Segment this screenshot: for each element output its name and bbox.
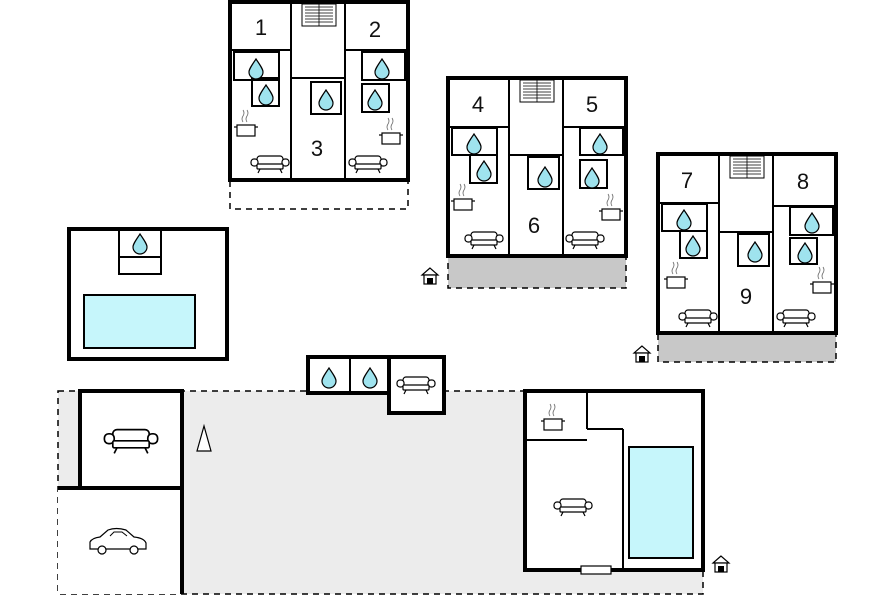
kitchen-pot-icon xyxy=(598,193,624,221)
bathroom-drop-icon xyxy=(592,133,608,155)
building-c: 7 8 9 xyxy=(656,152,838,363)
room-label-4: 4 xyxy=(472,92,484,117)
stairs-icon xyxy=(729,155,765,179)
bathroom-drop-icon xyxy=(248,58,264,80)
door xyxy=(580,565,612,575)
building-b-outline xyxy=(446,76,628,258)
bathroom-drop-icon xyxy=(258,84,274,106)
bathroom-drop-icon xyxy=(747,241,763,263)
stairs-icon xyxy=(519,79,555,103)
bathroom-drop-icon xyxy=(367,89,383,111)
car-icon xyxy=(89,527,147,555)
room-label-2: 2 xyxy=(369,17,381,42)
bathroom-drop-icon xyxy=(537,166,553,188)
kitchen-pot-icon xyxy=(663,261,689,289)
room-label-8: 8 xyxy=(797,169,809,194)
terrace-a xyxy=(229,179,409,210)
bathroom-drop-icon xyxy=(797,242,813,264)
building-b: 4 5 6 xyxy=(446,76,628,289)
bathroom-drop-icon xyxy=(476,160,492,182)
sofa-icon xyxy=(348,155,388,174)
kitchen-pot-icon xyxy=(809,266,835,294)
pool-house xyxy=(67,227,229,361)
sofa-icon xyxy=(464,231,504,250)
house-entrance-icon xyxy=(421,267,439,285)
courtyard xyxy=(57,355,705,595)
terrace-c xyxy=(658,333,836,362)
room-label-6: 6 xyxy=(528,213,540,238)
house-entrance-icon xyxy=(633,345,651,363)
bathroom-drop-icon xyxy=(132,233,148,255)
room-label-9: 9 xyxy=(740,284,752,309)
terrace-b xyxy=(448,256,626,288)
bathroom-drop-icon xyxy=(466,133,482,155)
building-a-outline xyxy=(228,0,410,182)
tree-icon xyxy=(196,423,212,452)
kitchen-pot-icon xyxy=(378,117,404,145)
kitchen-pot-icon xyxy=(450,183,476,211)
house-entrance-icon xyxy=(712,555,730,573)
bathroom-drop-icon xyxy=(374,58,390,80)
stairs-icon xyxy=(301,3,337,27)
bathroom-drop-icon xyxy=(676,209,692,231)
sofa-icon xyxy=(565,231,605,250)
bathroom-drop-icon xyxy=(584,167,600,189)
sofa-icon xyxy=(678,309,718,328)
bathroom-drop-icon xyxy=(804,212,820,234)
sofa-icon xyxy=(250,155,290,174)
indoor-pool xyxy=(628,446,694,559)
room-label-1: 1 xyxy=(255,15,267,40)
room-label-5: 5 xyxy=(586,92,598,117)
room-label-3: 3 xyxy=(311,136,323,161)
room-label-7: 7 xyxy=(681,168,693,193)
building-a: 1 2 3 xyxy=(228,0,410,210)
sofa-icon xyxy=(776,309,816,328)
bathroom-drop-icon xyxy=(318,89,334,111)
building-c-outline xyxy=(656,152,838,335)
pool xyxy=(83,294,196,349)
bathroom-1 xyxy=(233,51,280,81)
bathroom-2 xyxy=(361,51,406,81)
bathroom-drop-icon xyxy=(685,235,701,257)
kitchen-pot-icon xyxy=(233,109,259,137)
